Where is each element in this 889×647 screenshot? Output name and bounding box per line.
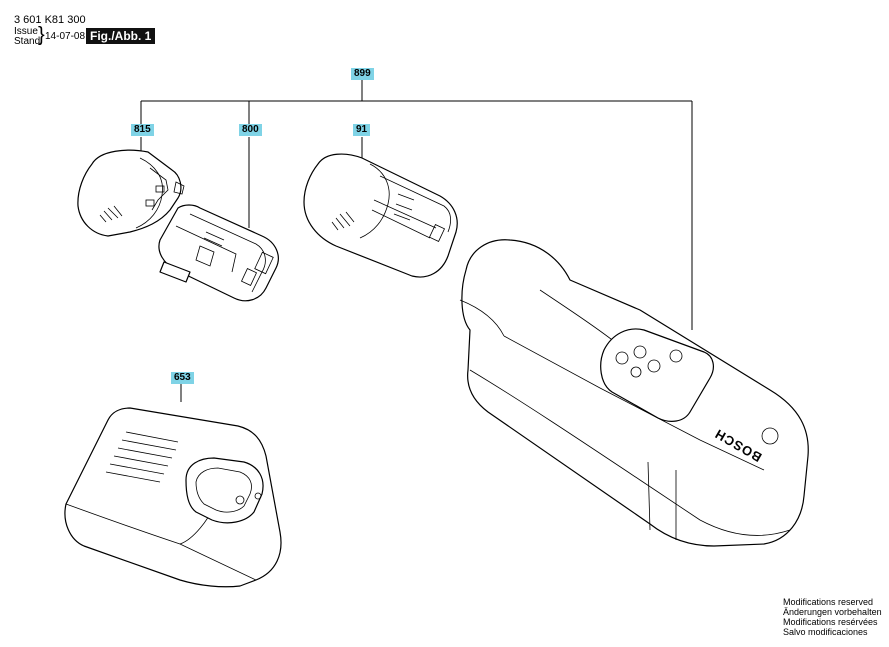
note-es: Salvo modificaciones — [783, 627, 868, 637]
callout-815: 815 — [131, 124, 154, 136]
note-de: Änderungen vorbehalten — [783, 607, 882, 617]
modification-notes: Modifications reserved Änderungen vorbeh… — [783, 597, 882, 637]
battery-cell-800 — [158, 204, 279, 302]
battery-cap-815 — [77, 149, 185, 237]
charger-653 — [64, 407, 282, 588]
document-number: 3 601 K81 300 — [14, 14, 86, 26]
issue-date: 14-07-08 — [45, 31, 86, 42]
issue-stand-labels: Issue Stand — [14, 27, 40, 47]
callout-91: 91 — [353, 124, 371, 136]
note-en: Modifications reserved — [783, 597, 874, 607]
issue-label: Issue — [14, 26, 38, 37]
stand-label: Stand — [14, 36, 41, 47]
battery-pack-91 — [303, 153, 458, 278]
callout-653: 653 — [171, 372, 194, 384]
figure-label: Fig./Abb. 1 — [86, 28, 156, 44]
brace-glyph: } — [38, 24, 45, 46]
note-fr: Modifications resérvées — [783, 617, 878, 627]
leader-lines — [140, 79, 693, 402]
callout-800: 800 — [239, 124, 262, 136]
detector-unit — [459, 239, 809, 547]
callout-899: 899 — [351, 68, 374, 80]
